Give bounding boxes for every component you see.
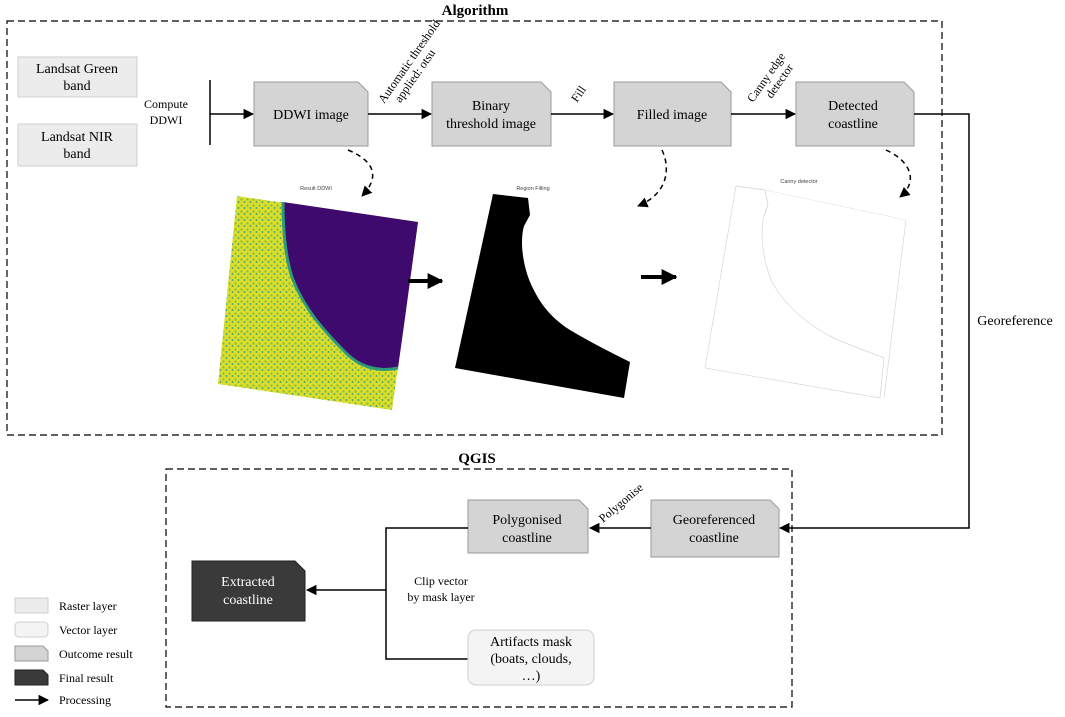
dashed-arrow-ddwi — [347, 149, 374, 197]
compute-ddwi-label-1: Compute — [144, 97, 188, 111]
ddwi-image-label: DDWI image — [273, 108, 349, 123]
extracted-coastline-label-2: coastline — [223, 593, 273, 608]
svg-text:DDWI: DDWI — [150, 113, 183, 127]
dashed-arrow-detected — [885, 149, 911, 198]
binary-threshold-node: Binary threshold image — [431, 81, 552, 147]
legend-vector-swatch — [14, 621, 49, 638]
svg-text:coastline: coastline — [828, 117, 878, 132]
qgis-section-border — [165, 468, 793, 708]
algorithm-section-border — [6, 20, 943, 436]
svg-text:coastline: coastline — [502, 531, 552, 546]
svg-text:Fill: Fill — [568, 82, 589, 104]
canny-label: Canny edge detector — [744, 50, 796, 105]
legend: Raster layer Vector layer Outcome result… — [14, 597, 133, 707]
detected-coastline-label-2: coastline — [828, 117, 878, 132]
svg-text:…): …) — [522, 669, 541, 684]
canny-detector-title: Canny detector — [780, 179, 817, 185]
artifacts-mask-node: Artifacts mask (boats, clouds, …) — [467, 629, 595, 686]
svg-text:Clip vector: Clip vector — [414, 574, 468, 588]
georeferenced-coastline-node: Georeferenced coastline — [650, 499, 780, 558]
landsat-green-label-1: Landsat Green — [36, 62, 118, 77]
landsat-nir-node: Landsat NIR band — [17, 123, 138, 167]
svg-text:coastline: coastline — [223, 593, 273, 608]
dashed-arrow-filled — [637, 149, 667, 208]
landsat-green-node: Landsat Green band — [17, 56, 138, 98]
georeferenced-coastline-label-2: coastline — [689, 531, 739, 546]
artifacts-mask-label-1: Artifacts mask — [490, 635, 572, 650]
extracted-coastline-label-1: Extracted — [221, 575, 275, 590]
region-filling-image: Region Filling — [455, 186, 630, 398]
legend-raster-label: Raster layer — [59, 599, 117, 613]
svg-text:Compute: Compute — [144, 97, 188, 111]
svg-text:Georeferenced: Georeferenced — [673, 513, 755, 528]
polygonised-coastline-label-1: Polygonised — [492, 513, 561, 528]
legend-processing-label: Processing — [59, 693, 111, 707]
extracted-coastline-node: Extracted coastline — [191, 560, 306, 622]
legend-vector-label: Vector layer — [59, 623, 117, 637]
detected-coastline-label-1: Detected — [828, 99, 878, 114]
svg-text:Extracted: Extracted — [221, 575, 275, 590]
svg-text:by mask layer: by mask layer — [407, 590, 474, 604]
landsat-green-label-2: band — [63, 79, 90, 94]
fill-label: Fill — [568, 82, 589, 104]
svg-text:DDWI image: DDWI image — [273, 108, 349, 123]
filled-image-node: Filled image — [613, 81, 732, 147]
legend-outcome-swatch — [14, 645, 49, 662]
canny-detector-image: Canny detector — [704, 179, 907, 399]
ddwi-result-image: Result DDWI — [218, 186, 418, 410]
polygonised-coastline-label-2: coastline — [502, 531, 552, 546]
svg-text:threshold image: threshold image — [446, 117, 536, 132]
algorithm-section-title: Algorithm — [442, 3, 509, 19]
region-filling-title: Region Filling — [516, 186, 549, 192]
detected-coastline-node: Detected coastline — [795, 81, 915, 147]
landsat-nir-label-2: band — [63, 147, 90, 162]
svg-text:band: band — [63, 147, 90, 162]
georeference-label: Georeference — [977, 314, 1052, 329]
svg-text:coastline: coastline — [689, 531, 739, 546]
svg-text:band: band — [63, 79, 90, 94]
svg-text:(boats, clouds,: (boats, clouds, — [490, 652, 571, 667]
qgis-section-title: QGIS — [458, 451, 496, 467]
georeferenced-coastline-label-1: Georeferenced — [673, 513, 755, 528]
filled-image-label: Filled image — [637, 108, 707, 123]
binary-threshold-label-2: threshold image — [446, 117, 536, 132]
svg-text:Artifacts mask: Artifacts mask — [490, 635, 572, 650]
legend-raster-swatch — [14, 597, 49, 614]
svg-text:Filled image: Filled image — [637, 108, 707, 123]
artifacts-mask-label-3: …) — [522, 669, 541, 684]
binary-threshold-label-1: Binary — [472, 99, 510, 114]
clip-bracket — [385, 527, 468, 660]
svg-text:Landsat NIR: Landsat NIR — [41, 130, 114, 145]
legend-final-label: Final result — [59, 671, 114, 685]
svg-text:Detected: Detected — [828, 99, 878, 114]
svg-text:Binary: Binary — [472, 99, 510, 114]
svg-text:Polygonise: Polygonise — [596, 480, 646, 525]
legend-outcome-label: Outcome result — [59, 647, 133, 661]
svg-text:Landsat Green: Landsat Green — [36, 62, 118, 77]
georeference-connector — [778, 113, 970, 534]
svg-text:Polygonised: Polygonised — [492, 513, 561, 528]
polygonise-label: Polygonise — [596, 480, 646, 525]
legend-final-swatch — [14, 669, 49, 686]
ddwi-image-node: DDWI image — [253, 81, 369, 147]
ddwi-result-title: Result DDWI — [300, 186, 332, 192]
compute-ddwi-label-2: DDWI — [150, 113, 183, 127]
clip-vector-label-1: Clip vector — [414, 574, 468, 588]
clip-vector-label-2: by mask layer — [407, 590, 474, 604]
landsat-nir-label-1: Landsat NIR — [41, 130, 114, 145]
artifacts-mask-label-2: (boats, clouds, — [490, 652, 571, 667]
polygonised-coastline-node: Polygonised coastline — [467, 499, 589, 554]
